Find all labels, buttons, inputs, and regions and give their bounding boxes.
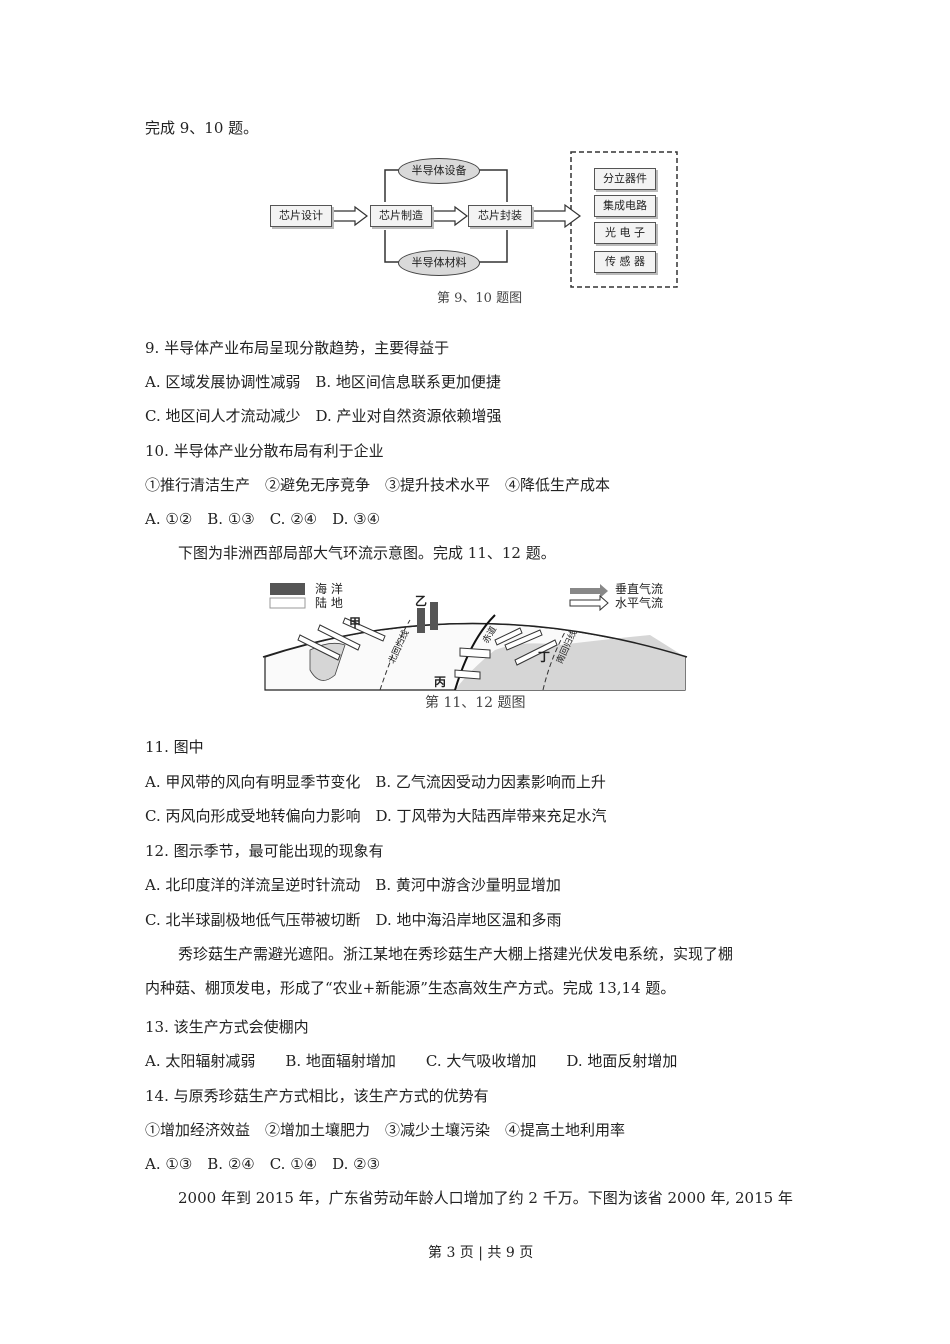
legend-vertical: 垂直气流 xyxy=(615,582,664,596)
q11-options-ab: A. 甲风带的风向有明显季节变化 B. 乙气流因受动力因素影响而上升 xyxy=(145,773,606,791)
box-chip-design: 芯片设计 xyxy=(270,205,332,227)
output-box: 光 电 子 xyxy=(594,222,656,244)
q9-options-ab: A. 区域发展协调性减弱 B. 地区间信息联系更加便捷 xyxy=(145,373,501,391)
legend-horizontal: 水平气流 xyxy=(615,596,664,610)
label-jia: 甲 xyxy=(349,616,362,630)
intro-next: 2000 年到 2015 年，广东省劳动年龄人口增加了约 2 千万。下图为该省 … xyxy=(178,1189,793,1207)
label-yi: 乙 xyxy=(415,594,428,608)
ellipse-equipment: 半导体设备 xyxy=(398,158,480,184)
output-box: 分立器件 xyxy=(594,168,656,190)
q12-options-cd: C. 北半球副极地低气压带被切断 D. 地中海沿岸地区温和多雨 xyxy=(145,911,562,929)
q10-options: A. ①② B. ①③ C. ②④ D. ③④ xyxy=(145,510,381,528)
legend-ocean: 海 洋 xyxy=(315,582,343,596)
label-bing: 丙 xyxy=(434,675,447,689)
q10-stem: 10. 半导体产业分散布局有利于企业 xyxy=(145,442,384,460)
q12-options-ab: A. 北印度洋的洋流呈逆时针流动 B. 黄河中游含沙量明显增加 xyxy=(145,876,561,894)
q12-stem: 12. 图示季节，最可能出现的现象有 xyxy=(145,842,384,860)
q9-stem: 9. 半导体产业布局呈现分散趋势，主要得益于 xyxy=(145,339,450,357)
box-chip-make: 芯片制造 xyxy=(370,205,432,227)
q10-items: ①推行清洁生产 ②避免无序竞争 ③提升技术水平 ④降低生产成本 xyxy=(145,476,611,494)
intro-13-14-line1: 秀珍菇生产需避光遮阳。浙江某地在秀珍菇生产大棚上搭建光伏发电系统，实现了棚 xyxy=(178,945,734,963)
q13-stem: 13. 该生产方式会使棚内 xyxy=(145,1018,309,1036)
ellipse-material: 半导体材料 xyxy=(398,250,480,276)
q14-options: A. ①③ B. ②④ C. ①④ D. ②③ xyxy=(145,1155,381,1173)
figure-caption: 第 9、10 题图 xyxy=(437,291,523,306)
intro-13-14-line2: 内种菇、棚顶发电，形成了“农业+新能源”生态高效生产方式。完成 13,14 题。 xyxy=(145,979,676,997)
q13-options: A. 太阳辐射减弱 B. 地面辐射增加 C. 大气吸收增加 D. 地面反射增加 xyxy=(145,1052,678,1070)
legend-land: 陆 地 xyxy=(315,596,343,610)
flow-arrows xyxy=(332,151,678,288)
output-box: 传 感 器 xyxy=(594,251,656,273)
box-chip-pack: 芯片封装 xyxy=(468,205,532,227)
q14-stem: 14. 与原秀珍菇生产方式相比，该生产方式的优势有 xyxy=(145,1087,489,1105)
page-footer: 第 3 页 | 共 9 页 xyxy=(428,1245,534,1261)
q11-options-cd: C. 丙风向形成受地转偏向力影响 D. 丁风带为大陆西岸带来充足水汽 xyxy=(145,807,607,825)
intro-11-12: 下图为非洲西部局部大气环流示意图。完成 11、12 题。 xyxy=(178,544,556,562)
q14-items: ①增加经济效益 ②增加土壤肥力 ③减少土壤污染 ④提高土地利用率 xyxy=(145,1121,626,1139)
output-box: 集成电路 xyxy=(594,195,656,217)
label-ding: 丁 xyxy=(538,650,551,664)
circulation-diagram xyxy=(262,583,688,691)
figure-caption: 第 11、12 题图 xyxy=(425,695,526,711)
intro-9-10: 完成 9、10 题。 xyxy=(145,119,259,137)
q9-options-cd: C. 地区间人才流动减少 D. 产业对自然资源依赖增强 xyxy=(145,407,502,425)
q11-stem: 11. 图中 xyxy=(145,738,204,756)
